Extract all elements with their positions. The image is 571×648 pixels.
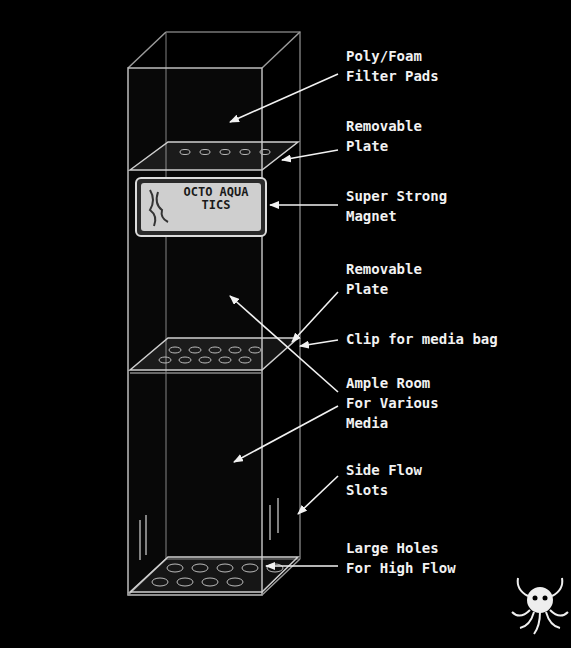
callout-label: Super Strong Magnet	[346, 186, 458, 226]
callout-label: Poly/Foam Filter Pads	[346, 46, 446, 86]
callout-label: Clip for media bag	[346, 329, 546, 349]
callout-label: Side Flow Slots	[346, 460, 446, 500]
brand-logo-text: OCTO AQUA TICS	[176, 186, 256, 212]
callout-label: Large Holes For High Flow	[346, 538, 468, 578]
callout-label: Removable Plate	[346, 116, 446, 156]
callout-label: Ample Room For Various Media	[346, 373, 446, 433]
callout-label: Removable Plate	[346, 259, 446, 299]
